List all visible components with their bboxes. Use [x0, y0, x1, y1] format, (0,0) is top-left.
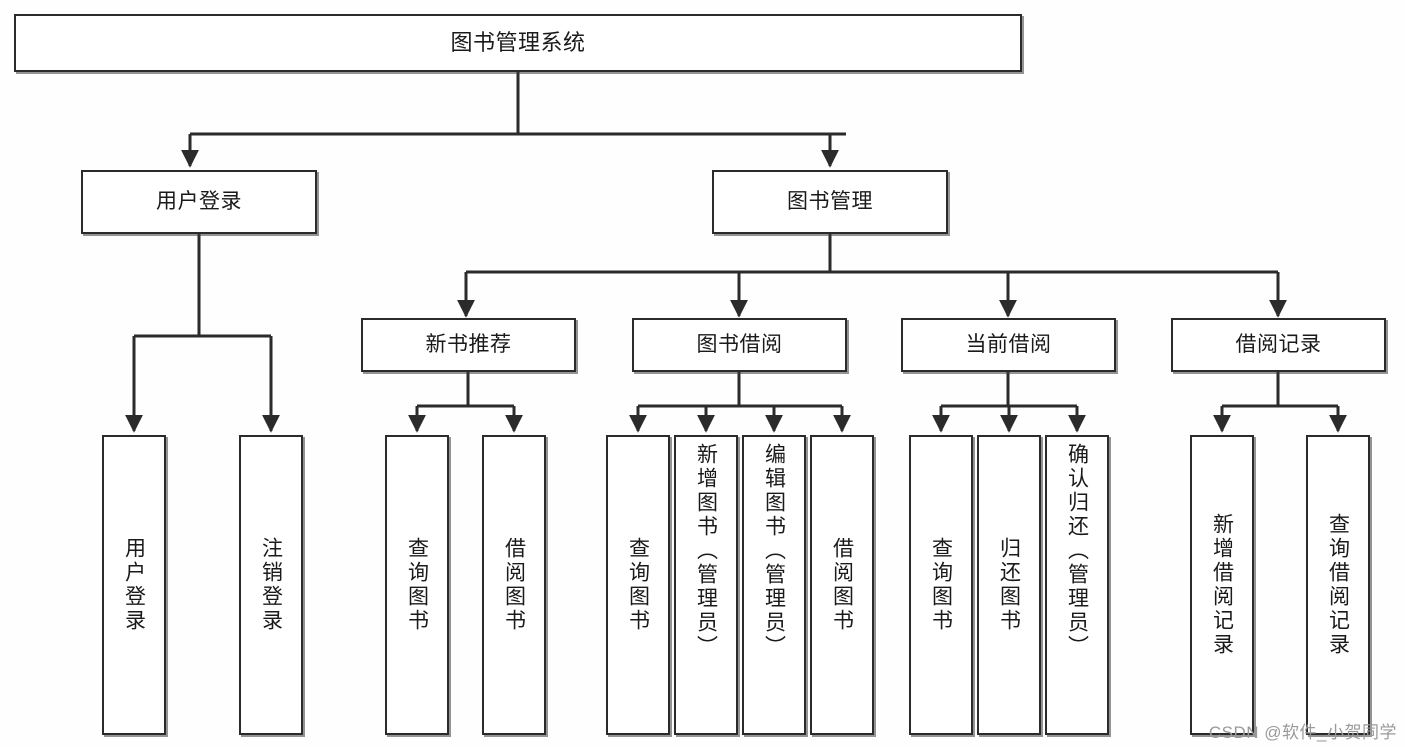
node-label: 新增图书（管理员） [694, 443, 718, 659]
node-root-system[interactable]: 图书管理系统 [14, 14, 1022, 72]
node-label: 查询借阅记录 [1326, 513, 1350, 657]
node-label: 图书借阅 [696, 332, 783, 356]
leaf-user-login[interactable]: 用户登录 [102, 435, 166, 735]
leaf-current-return-book[interactable]: 归还图书 [977, 435, 1041, 735]
node-label: 图书管理系统 [450, 30, 586, 56]
node-label: 用户登录 [122, 537, 146, 633]
leaf-borrow-edit-book-admin[interactable]: 编辑图书（管理员） [742, 435, 806, 735]
leaf-logout[interactable]: 注销登录 [239, 435, 303, 735]
leaf-borrow-borrow-book[interactable]: 借阅图书 [810, 435, 874, 735]
leaf-new-book-borrow-book[interactable]: 借阅图书 [482, 435, 546, 735]
node-label: 新书推荐 [425, 332, 512, 356]
node-label: 借阅记录 [1235, 332, 1322, 356]
leaf-record-query-record[interactable]: 查询借阅记录 [1306, 435, 1370, 735]
node-book-borrow[interactable]: 图书借阅 [632, 318, 847, 372]
node-label: 用户登录 [156, 189, 242, 213]
node-book-management[interactable]: 图书管理 [712, 170, 948, 234]
node-current-borrow[interactable]: 当前借阅 [901, 318, 1116, 372]
leaf-current-query-book[interactable]: 查询图书 [909, 435, 973, 735]
leaf-borrow-query-book[interactable]: 查询图书 [606, 435, 670, 735]
node-label: 新增借阅记录 [1210, 513, 1234, 657]
node-label: 借阅图书 [502, 537, 526, 633]
leaf-current-confirm-return-admin[interactable]: 确认归还（管理员） [1045, 435, 1109, 735]
node-label: 编辑图书（管理员） [762, 443, 786, 659]
node-label: 确认归还（管理员） [1065, 443, 1089, 659]
leaf-record-add-record[interactable]: 新增借阅记录 [1190, 435, 1254, 735]
node-label: 借阅图书 [830, 537, 854, 633]
node-label: 查询图书 [405, 537, 429, 633]
node-label: 归还图书 [997, 537, 1021, 633]
node-label: 查询图书 [626, 537, 650, 633]
watermark: CSDN @软件_小贺同学 [1208, 723, 1397, 742]
node-label: 查询图书 [929, 537, 953, 633]
node-new-book-recommend[interactable]: 新书推荐 [361, 318, 576, 372]
node-label: 当前借阅 [965, 332, 1052, 356]
node-user-login[interactable]: 用户登录 [81, 170, 317, 234]
leaf-new-book-query-book[interactable]: 查询图书 [385, 435, 449, 735]
leaf-borrow-add-book-admin[interactable]: 新增图书（管理员） [674, 435, 738, 735]
node-label: 图书管理 [787, 189, 873, 213]
node-borrow-record[interactable]: 借阅记录 [1171, 318, 1386, 372]
node-label: 注销登录 [259, 537, 283, 633]
